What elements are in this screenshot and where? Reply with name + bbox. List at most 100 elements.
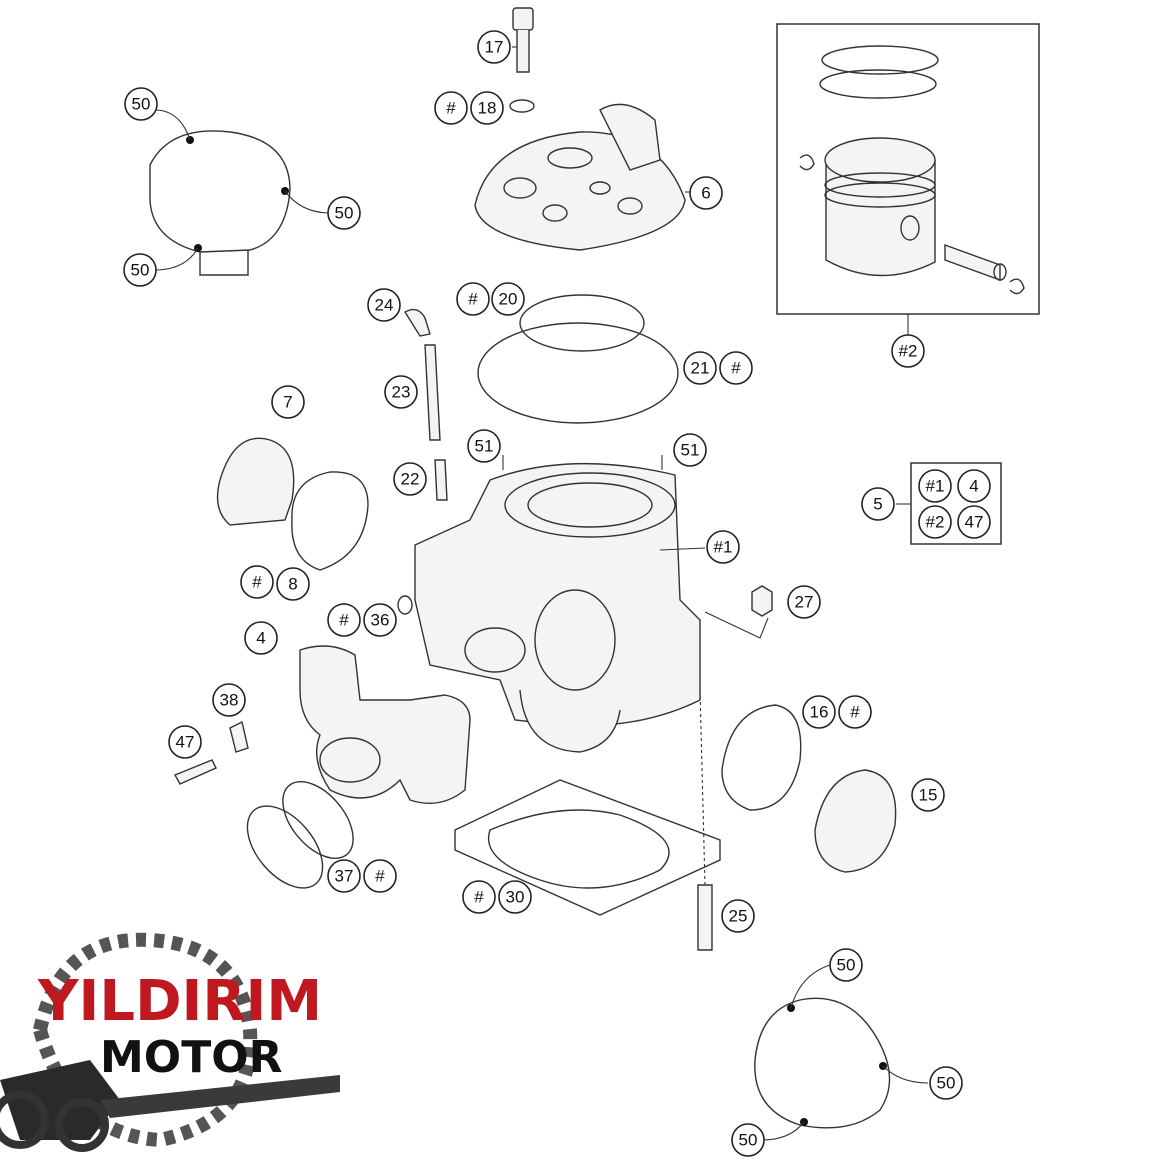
intake-manifold — [299, 645, 471, 804]
callout-text: 23 — [392, 383, 411, 402]
piston — [824, 137, 936, 277]
oring-21 — [477, 322, 679, 424]
callout-text: 25 — [729, 907, 748, 926]
callout-c17: 17 — [477, 30, 511, 64]
callout-text: 24 — [375, 296, 394, 315]
callout-c47: 47 — [168, 725, 202, 759]
callout-text: 7 — [283, 393, 292, 412]
callout-text: 37 — [335, 867, 354, 886]
cover-gasket-top — [149, 109, 329, 276]
callout-labels: 17 #18 6 #20 21 #24 23 22 7 51 51 #1 27 #8 #36 4 38 47 16 #… — [123, 30, 963, 1157]
callout-text: # — [375, 867, 385, 886]
callout-c30: 30 — [498, 880, 532, 914]
callout-hash: # — [434, 91, 468, 125]
callout-text: 51 — [475, 437, 494, 456]
callout-c50d: 50 — [829, 948, 863, 982]
cover-15 — [814, 769, 897, 873]
callout-c50b: 50 — [327, 196, 361, 230]
gasket-16 — [721, 704, 802, 811]
kit-item-text: 4 — [969, 477, 978, 496]
callout-c21: 21 — [683, 351, 717, 385]
kit-item: #1 — [918, 469, 952, 503]
callout-text: # — [468, 290, 478, 309]
yildirim-motor-logo: YILDIRIM MOTOR — [0, 932, 340, 1152]
callout-text: 8 — [288, 575, 297, 594]
callout-text: 50 — [739, 1131, 758, 1150]
callout-text: # — [474, 888, 484, 907]
callout-hash: # — [456, 282, 490, 316]
base-gasket — [454, 779, 721, 916]
head-washer — [509, 99, 535, 113]
callout-text: # — [339, 611, 349, 630]
nut-27 — [751, 585, 773, 617]
callout-text: # — [731, 359, 741, 378]
callout-c51a: 51 — [467, 429, 501, 463]
hose-23 — [424, 344, 441, 441]
callout-c16: 16 — [802, 695, 836, 729]
callout-text: 17 — [485, 38, 504, 57]
callout-c6: 6 — [689, 176, 723, 210]
callout-hash: # — [838, 695, 872, 729]
callout-c51b: 51 — [673, 433, 707, 467]
piston-kit-box — [776, 23, 1040, 336]
logo-line-2: MOTOR — [100, 1032, 283, 1083]
callout-text: # — [446, 99, 456, 118]
callout-c22: 22 — [393, 462, 427, 496]
screw-47 — [174, 759, 217, 785]
callout-text: 50 — [937, 1074, 956, 1093]
callout-text: 22 — [401, 470, 420, 489]
kit-item: 47 — [957, 505, 991, 539]
callout-c38: 38 — [212, 683, 246, 717]
oring-37b — [282, 780, 354, 860]
callout-text: #2 — [899, 342, 918, 361]
callout-c8: 8 — [276, 567, 310, 601]
callout-c50a: 50 — [124, 87, 158, 121]
callout-c18: 18 — [470, 91, 504, 125]
callout-text: 36 — [371, 611, 390, 630]
callout-hash: # — [327, 603, 361, 637]
callout-text: 5 — [873, 495, 882, 514]
callout-c50c: 50 — [123, 253, 157, 287]
callout-c2: #2 — [891, 334, 925, 368]
oring-36 — [397, 595, 413, 615]
callout-text: 51 — [681, 441, 700, 460]
piston-pin — [944, 244, 1007, 281]
kit-item: #2 — [918, 505, 952, 539]
callout-text: 21 — [691, 359, 710, 378]
callout-text: # — [252, 573, 262, 592]
oring-37a — [246, 805, 324, 889]
callout-text: 50 — [335, 204, 354, 223]
callout-text: 20 — [499, 290, 518, 309]
head-bolt — [512, 7, 534, 73]
callout-text: 27 — [795, 593, 814, 612]
callout-c4: 4 — [244, 621, 278, 655]
callout-c37: 37 — [327, 859, 361, 893]
callout-c20: 20 — [491, 282, 525, 316]
callout-text: 30 — [506, 888, 525, 907]
callout-text: 15 — [919, 786, 938, 805]
callout-c25: 25 — [721, 899, 755, 933]
callout-hash: # — [462, 880, 496, 914]
callout-text: 4 — [256, 629, 265, 648]
callout-text: 47 — [176, 733, 195, 752]
callout-c23: 23 — [384, 375, 418, 409]
callout-c15: 15 — [911, 778, 945, 812]
callout-c27: 27 — [787, 585, 821, 619]
cylinder-head — [474, 103, 690, 251]
stud-22 — [434, 459, 448, 501]
callout-text: #1 — [714, 538, 733, 557]
callout-text: 50 — [131, 261, 150, 280]
callout-c36: 36 — [363, 603, 397, 637]
clamp-38 — [229, 720, 249, 753]
callout-text: 16 — [810, 703, 829, 722]
kit-item-text: #1 — [926, 477, 945, 496]
callout-c7: 7 — [271, 385, 305, 419]
gasket-8 — [291, 471, 369, 571]
cylinder — [414, 462, 706, 753]
callout-c24: 24 — [367, 288, 401, 322]
oring-20 — [519, 294, 645, 352]
kit-5-box — [896, 462, 1002, 545]
callout-text: 50 — [132, 95, 151, 114]
callout-c1: #1 — [706, 530, 740, 564]
